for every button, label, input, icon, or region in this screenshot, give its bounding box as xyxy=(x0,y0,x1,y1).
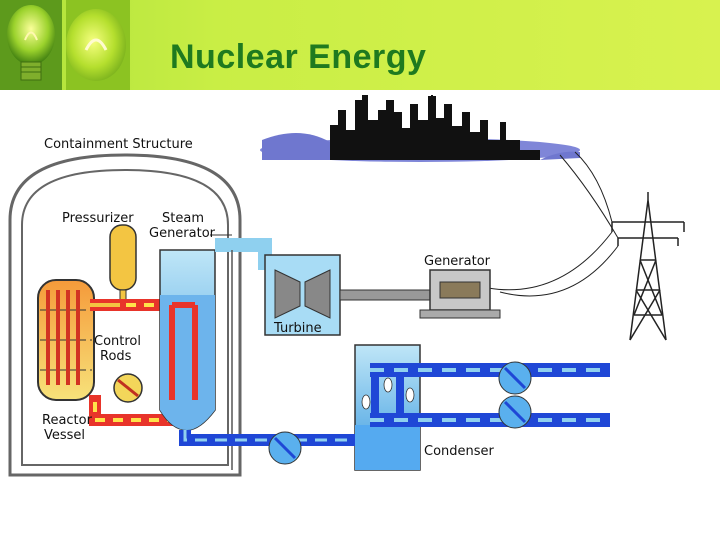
label-control-rods-line2: Rods xyxy=(100,349,132,364)
label-containment-structure: Containment Structure xyxy=(44,137,193,152)
label-reactor-vessel-line1: Reactor xyxy=(42,413,93,428)
city-skyline xyxy=(260,95,580,162)
nuclear-plant-diagram: Containment Structure Pressurizer Steam … xyxy=(8,95,685,477)
transmission-tower xyxy=(487,151,685,341)
label-control-rods-line1: Control xyxy=(94,334,141,349)
label-steam-generator-line1: Steam xyxy=(162,211,204,226)
label-pressurizer: Pressurizer xyxy=(62,211,134,226)
lightbulb-image-right xyxy=(66,0,130,90)
reactor-vessel xyxy=(37,279,95,401)
pressurizer xyxy=(109,224,137,307)
lightbulb-image-left xyxy=(0,0,62,90)
label-steam-generator-line2: Generator xyxy=(149,226,216,241)
label-generator: Generator xyxy=(424,254,491,269)
cooling-water-loop xyxy=(370,361,610,429)
label-turbine: Turbine xyxy=(273,321,322,336)
slide-title: Nuclear Energy xyxy=(170,38,427,76)
feedwater-loop xyxy=(179,430,355,465)
steam-generator xyxy=(159,249,216,431)
label-condenser: Condenser xyxy=(424,444,495,459)
label-reactor-vessel-line2: Vessel xyxy=(44,428,85,443)
generator xyxy=(419,269,501,319)
turbine xyxy=(264,254,431,336)
